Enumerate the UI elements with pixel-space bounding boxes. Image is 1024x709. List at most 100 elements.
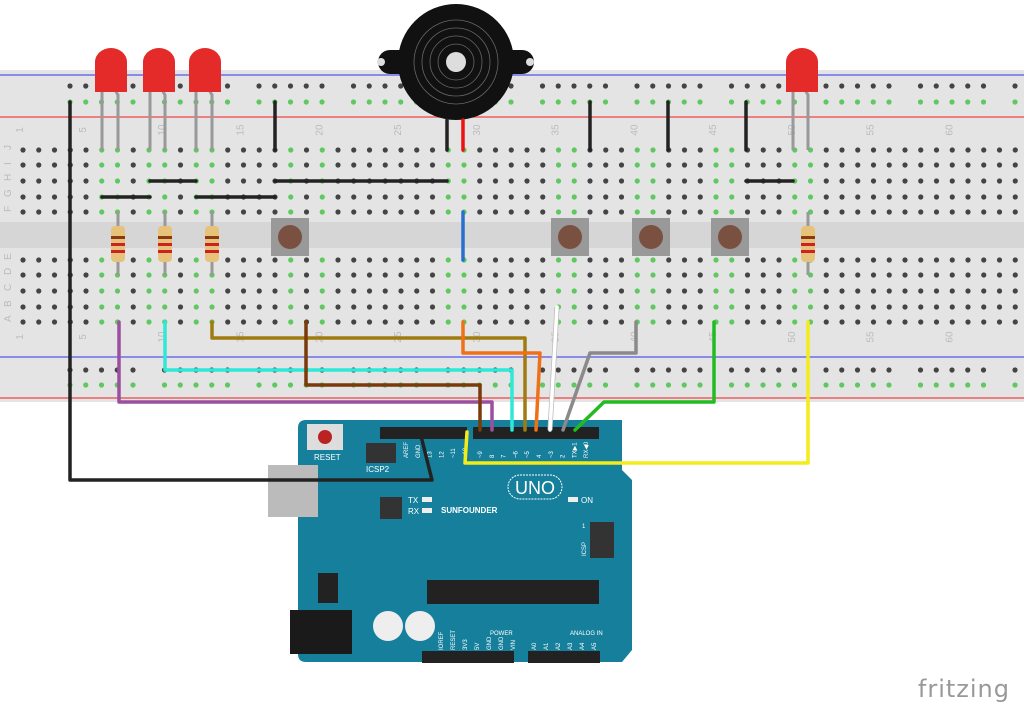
breadboard-hole: [225, 319, 231, 325]
breadboard-hole: [981, 178, 987, 184]
rail-hole: [949, 99, 955, 105]
breadboard-hole: [792, 288, 798, 294]
breadboard-hole: [508, 178, 514, 184]
rail-hole: [350, 83, 357, 89]
breadboard-hole: [886, 147, 892, 153]
breadboard-hole: [666, 162, 672, 168]
breadboard-hole: [729, 194, 735, 200]
power-pin-label: GND: [499, 636, 505, 650]
breadboard-hole: [823, 304, 829, 310]
breadboard-hole: [414, 272, 420, 278]
breadboard-hole: [918, 209, 924, 215]
rail-hole: [697, 99, 703, 105]
breadboard-hole: [1012, 304, 1018, 310]
breadboard-hole: [193, 304, 199, 310]
breadboard-hole: [162, 162, 168, 168]
rail-hole: [728, 99, 735, 105]
rail-hole: [161, 382, 168, 388]
breadboard-hole: [729, 209, 735, 215]
breadboard-hole: [823, 257, 829, 263]
pin-label: 4: [537, 454, 543, 458]
breadboard-hole: [366, 304, 373, 310]
rail-hole: [555, 367, 561, 373]
rail-hole: [287, 99, 294, 105]
breadboard-hole: [351, 209, 357, 215]
breadboard-hole: [429, 319, 436, 325]
breadboard-hole: [382, 272, 388, 278]
breadboard-hole: [981, 162, 987, 168]
breadboard-hole: [855, 194, 861, 200]
breadboard-hole: [918, 304, 924, 310]
rail-hole: [634, 367, 640, 373]
breadboard-hole: [351, 147, 357, 153]
rail-hole: [98, 382, 105, 388]
rail-hole: [760, 99, 766, 105]
breadboard-hole: [823, 194, 829, 200]
breadboard-hole: [587, 304, 593, 310]
breadboard-hole: [618, 147, 625, 153]
rail-hole: [177, 99, 183, 105]
breadboard-hole: [634, 147, 640, 153]
column-label: 55: [866, 124, 877, 136]
breadboard-hole: [177, 272, 184, 278]
breadboard-hole: [681, 194, 688, 200]
breadboard-hole: [414, 288, 420, 294]
breadboard-hole: [20, 147, 26, 153]
column-label: 40: [629, 124, 640, 136]
breadboard-hole: [177, 257, 184, 263]
breadboard-hole: [902, 194, 908, 200]
breadboard-hole: [351, 319, 357, 325]
breadboard-hole: [760, 272, 766, 278]
breadboard-hole: [603, 272, 609, 278]
breadboard-hole: [902, 304, 908, 310]
breadboard-hole: [83, 304, 89, 310]
resistor-band: [205, 250, 219, 253]
breadboard-hole: [508, 147, 514, 153]
breadboard-hole: [99, 272, 105, 278]
breadboard-hole: [697, 272, 703, 278]
breadboard-hole: [650, 209, 656, 215]
rail-hole: [130, 83, 136, 89]
breadboard-hole: [83, 288, 89, 294]
breadboard-hole: [256, 272, 262, 278]
rail-hole: [83, 83, 89, 89]
breadboard-hole: [1012, 178, 1018, 184]
row-label: J: [3, 145, 14, 150]
brown-wire: [304, 320, 482, 432]
power-header: [422, 651, 514, 663]
breadboard-hole: [666, 178, 672, 184]
breadboard-hole: [477, 162, 483, 168]
breadboard-hole: [272, 209, 278, 215]
rx-led: [422, 508, 432, 513]
breadboard-hole: [918, 319, 924, 325]
breadboard-hole: [839, 194, 845, 200]
breadboard-hole: [162, 194, 168, 200]
rail-hole: [555, 83, 561, 89]
breadboard-hole: [1012, 288, 1018, 294]
resistor-band: [158, 250, 172, 253]
breadboard-hole: [618, 319, 625, 325]
breadboard-hole: [744, 288, 751, 294]
rail-hole: [697, 382, 703, 388]
pin-label: 2: [561, 454, 567, 458]
breadboard-hole: [382, 319, 388, 325]
breadboard-hole: [886, 209, 892, 215]
breadboard-hole: [870, 209, 877, 215]
breadboard-hole: [965, 178, 971, 184]
breadboard-hole: [555, 194, 562, 200]
gnd-wire: [68, 100, 434, 482]
pin-label: 12: [439, 451, 445, 458]
breadboard-hole: [870, 257, 877, 263]
rail-hole: [823, 367, 829, 373]
breadboard-hole: [603, 194, 609, 200]
breadboard-hole: [177, 288, 184, 294]
breadboard-hole: [240, 162, 247, 168]
breadboard-hole: [382, 209, 388, 215]
breadboard-hole: [744, 194, 751, 200]
breadboard-hole: [99, 162, 105, 168]
breadboard-hole: [792, 194, 798, 200]
rail-hole: [681, 83, 687, 89]
buzzer-ring: [421, 27, 491, 97]
breadboard-hole: [949, 304, 955, 310]
breadboard-hole: [177, 209, 184, 215]
